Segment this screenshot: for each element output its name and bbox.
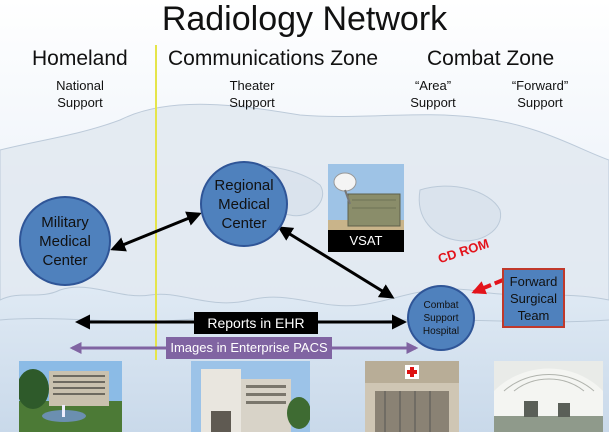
military-hospital-photo (19, 361, 122, 432)
combat-hospital-photo (365, 361, 459, 432)
cdrom-arrow (471, 278, 504, 295)
zone-combat-label: Combat Zone (427, 47, 555, 70)
zone-communications-label: Communications Zone (168, 47, 379, 70)
combat-area-subtitle: “Area” Support (410, 78, 456, 110)
military-medical-center-node: Military Medical Center (19, 196, 111, 286)
combat-forward-subtitle: “Forward” Support (511, 78, 569, 110)
page-title: Radiology Network (161, 0, 448, 38)
forward-surgical-tent-photo (494, 361, 603, 432)
regional-medical-center-node: Regional Medical Center (200, 161, 288, 247)
combat-support-hospital-node: Combat Support Hospital (407, 285, 475, 351)
vsat-image: VSAT (328, 164, 404, 252)
zone-homeland-label: Homeland (32, 47, 128, 70)
link-regional-csh (277, 226, 395, 299)
reports-ehr-label: Reports in EHR (194, 312, 318, 334)
homeland-subtitle: National Support (56, 78, 104, 110)
forward-surgical-team-node: Forward Surgical Team (502, 268, 565, 328)
zone-divider-line (155, 45, 157, 360)
communications-subtitle: Theater Support (229, 78, 275, 110)
link-military-regional (110, 211, 202, 252)
regional-center-photo (191, 361, 310, 432)
vsat-label: VSAT (328, 230, 404, 252)
pacs-label: Images in Enterprise PACS (166, 337, 332, 359)
